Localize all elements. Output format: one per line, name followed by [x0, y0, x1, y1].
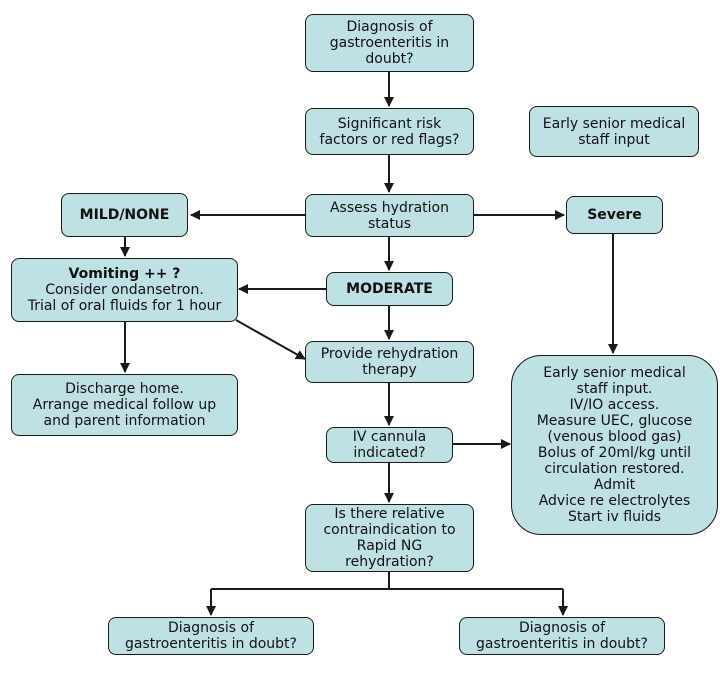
node-text-line: gastroenteritis in doubt?: [476, 636, 648, 652]
node-text-line: Start iv fluids: [567, 509, 662, 525]
node-text-line: MILD/NONE: [79, 207, 170, 223]
node-text-line: Bolus of 20ml/kg until: [537, 445, 692, 461]
node-text-line: doubt?: [365, 51, 414, 67]
node-text-line: Consider ondansetron.: [45, 282, 204, 298]
node-text-line: Provide rehydration: [320, 346, 459, 362]
node-vomiting: Vomiting ++ ? Consider ondansetron. Tria…: [11, 258, 238, 322]
node-text-line: staff input.: [576, 381, 653, 397]
node-text-line: Is there relative: [334, 506, 445, 522]
node-text-line: IV cannula: [352, 429, 427, 445]
node-diagnosis-bottom-left: Diagnosis of gastroenteritis in doubt?: [108, 617, 314, 655]
node-risk-factors: Significant risk factors or red flags?: [305, 108, 474, 155]
node-text-line: Assess hydration: [329, 199, 449, 216]
node-early-senior-severe: Early senior medical staff input. IV/IO …: [511, 355, 718, 535]
node-text-line: IV/IO access.: [569, 397, 660, 413]
node-text-line: Discharge home.: [65, 381, 184, 397]
node-text-line: and parent information: [43, 413, 206, 429]
node-text-line: Early senior medical: [543, 365, 686, 381]
node-text-line: Advice re electrolytes: [538, 493, 691, 509]
node-diagnosis-top: Diagnosis of gastroenteritis in doubt?: [305, 14, 474, 72]
node-text-line: gastroenteritis in doubt?: [125, 636, 297, 652]
node-text-line: staff input: [578, 131, 650, 148]
node-text-line: contraindication to: [323, 522, 456, 538]
node-mild-none: MILD/NONE: [61, 193, 188, 237]
node-text-line: gastroenteritis in: [329, 35, 450, 51]
node-text-line: Admit: [593, 477, 636, 493]
node-text-line: factors or red flags?: [319, 131, 460, 148]
node-text-line: therapy: [362, 362, 417, 378]
node-text-line: Severe: [587, 207, 642, 223]
node-text-line: Arrange medical follow up: [32, 397, 217, 413]
node-iv-cannula: IV cannula indicated?: [326, 427, 453, 463]
node-text-line: Early senior medical: [542, 115, 686, 132]
node-text-line: MODERATE: [346, 281, 433, 297]
node-text-line: Diagnosis of: [346, 19, 433, 35]
node-text-line: Trial of oral fluids for 1 hour: [27, 298, 222, 314]
node-title: Vomiting ++ ?: [68, 266, 181, 282]
node-contraindication: Is there relative contraindication to Ra…: [305, 504, 474, 572]
node-text-line: indicated?: [353, 445, 426, 461]
node-early-senior-top: Early senior medical staff input: [529, 106, 699, 157]
node-provide-rehydration: Provide rehydration therapy: [305, 341, 474, 383]
node-moderate: MODERATE: [326, 272, 453, 306]
node-text-line: Rapid NG: [356, 538, 423, 554]
node-text-line: Measure UEC, glucose: [536, 413, 693, 429]
node-text-line: Diagnosis of: [519, 620, 605, 636]
node-text-line: (venous blood gas): [547, 429, 682, 445]
node-severe: Severe: [566, 196, 663, 234]
node-discharge-home: Discharge home. Arrange medical follow u…: [11, 374, 238, 436]
node-text-line: Diagnosis of: [168, 620, 254, 636]
node-diagnosis-bottom-right: Diagnosis of gastroenteritis in doubt?: [459, 617, 665, 655]
node-text-line: Significant risk: [337, 115, 442, 132]
node-text-line: rehydration?: [345, 554, 434, 570]
node-text-line: status: [367, 215, 412, 232]
node-text-line: circulation restored.: [544, 461, 685, 477]
node-assess-hydration: Assess hydration status: [305, 194, 474, 237]
edge-vomiting-to-rehydration: [235, 319, 306, 360]
